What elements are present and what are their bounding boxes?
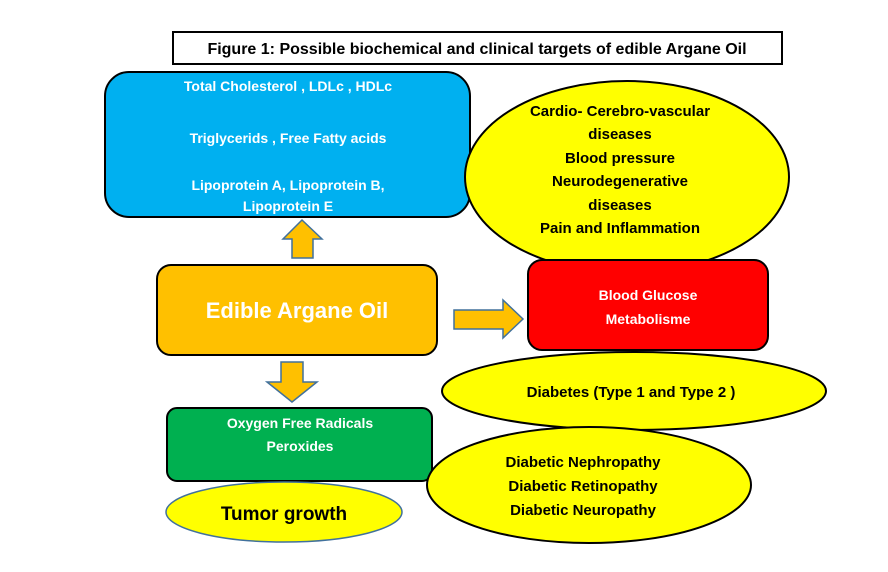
glucose-line: Blood Glucose [599,287,698,303]
cardio-line: diseases [588,197,651,214]
diabetes-line: Diabetes (Type 1 and Type 2 ) [527,384,736,401]
diabetic-complications-ellipse: Diabetic Nephropathy Diabetic Retinopath… [426,426,752,544]
center-label: Edible Argane Oil [206,298,389,323]
arrow-down-icon [264,361,320,403]
complication-line: Diabetic Retinopathy [508,478,658,495]
blood-glucose-box: Blood Glucose Metabolisme [527,259,769,351]
arrow-up-icon [281,218,324,259]
oxygen-free-radicals-box: Oxygen Free Radicals Peroxides [166,407,433,482]
tumor-line: Tumor growth [221,504,347,525]
complication-line: Diabetic Nephropathy [505,454,661,471]
cardio-line: Neurodegenerative [552,173,688,190]
arrow-right-icon [453,298,525,340]
diabetes-ellipse: Diabetes (Type 1 and Type 2 ) [441,351,827,431]
lipid-line: Lipoprotein A, Lipoprotein B, [191,177,384,193]
lipid-line: Triglycerids , Free Fatty acids [190,130,387,146]
oxidative-line: Peroxides [267,438,334,454]
edible-argane-oil-box: Edible Argane Oil [156,264,438,356]
cardio-line: diseases [588,126,651,143]
lipid-targets-box: Total Cholesterol , LDLc , HDLc Triglyce… [104,71,471,218]
oxidative-line: Oxygen Free Radicals [227,415,374,431]
figure-title-text: Figure 1: Possible biochemical and clini… [207,41,746,58]
glucose-line: Metabolisme [606,311,691,327]
tumor-growth-ellipse: Tumor growth [165,481,403,543]
figure-title: Figure 1: Possible biochemical and clini… [172,31,783,65]
cardio-line: Cardio- Cerebro-vascular [530,103,710,120]
cardio-line: Pain and Inflammation [540,220,700,237]
lipid-line: Lipoprotein E [243,198,333,214]
cardio-diseases-ellipse: Cardio- Cerebro-vascular diseases Blood … [464,80,790,274]
complication-line: Diabetic Neuropathy [510,502,657,519]
lipid-line: Total Cholesterol , LDLc , HDLc [184,78,392,94]
cardio-line: Blood pressure [565,150,675,167]
